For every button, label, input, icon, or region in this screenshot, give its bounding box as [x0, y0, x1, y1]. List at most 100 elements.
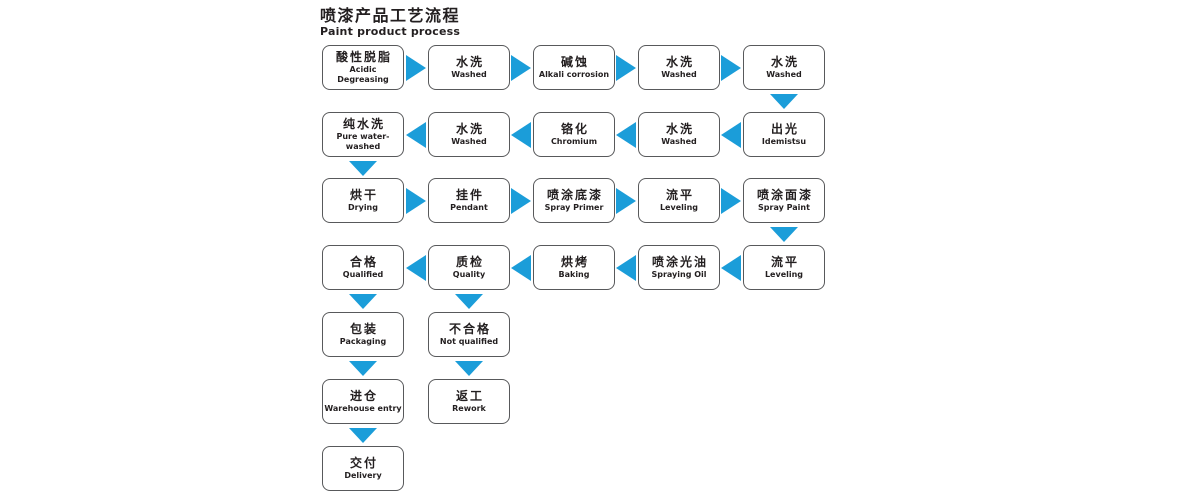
arrow-right-icon — [406, 55, 426, 81]
arrow-down-icon — [455, 294, 483, 309]
flow-node-pure-water-washed: 纯水洗 Pure water- washed — [322, 112, 404, 157]
node-label-zh: 喷涂底漆 — [546, 188, 603, 203]
node-label-zh: 酸性脱脂 — [335, 50, 392, 65]
node-label-zh: 纯水洗 — [342, 117, 385, 132]
node-label-zh: 烘干 — [349, 188, 378, 203]
flow-node-spraying-oil: 喷涂光油 Spraying Oil — [638, 245, 720, 290]
page-title: 喷漆产品工艺流程 Paint product process — [320, 6, 461, 39]
node-label-en: Washed — [661, 136, 697, 146]
arrow-down-icon — [349, 161, 377, 176]
flow-node-warehouse-entry: 进仓 Warehouse entry — [322, 379, 404, 424]
node-label-zh: 流平 — [665, 188, 694, 203]
arrow-left-icon — [406, 255, 426, 281]
flow-node-not-qualified: 不合格 Not qualified — [428, 312, 510, 357]
node-label-en: Washed — [766, 69, 802, 79]
arrow-left-icon — [721, 122, 741, 148]
arrow-right-icon — [616, 188, 636, 214]
arrow-down-icon — [349, 361, 377, 376]
arrow-down-icon — [770, 227, 798, 242]
node-label-zh: 碱蚀 — [560, 55, 589, 70]
node-label-en: Packaging — [339, 336, 387, 346]
node-label-en: Drying — [348, 202, 378, 212]
arrow-down-icon — [770, 94, 798, 109]
node-label-zh: 水洗 — [455, 55, 484, 70]
node-label-en: Pure water- washed — [336, 131, 390, 151]
flow-node-idemistsu: 出光 Idemistsu — [743, 112, 825, 157]
node-label-zh: 水洗 — [665, 122, 694, 137]
flow-node-drying: 烘干 Drying — [322, 178, 404, 223]
node-label-en: Not qualified — [439, 336, 499, 346]
node-label-zh: 包装 — [349, 322, 378, 337]
flow-node-acidic-degreasing: 酸性脱脂 Acidic Degreasing — [322, 45, 404, 90]
node-label-zh: 返工 — [455, 389, 484, 404]
arrow-right-icon — [721, 55, 741, 81]
flow-node-delivery: 交付 Delivery — [322, 446, 404, 491]
arrow-left-icon — [721, 255, 741, 281]
arrow-down-icon — [455, 361, 483, 376]
arrow-left-icon — [616, 122, 636, 148]
node-label-en: Baking — [558, 269, 590, 279]
flow-node-washed-5: 水洗 Washed — [638, 112, 720, 157]
node-label-zh: 铬化 — [560, 122, 589, 137]
node-label-en: Chromium — [550, 136, 598, 146]
page-title-chinese: 喷漆产品工艺流程 — [320, 6, 461, 25]
flow-node-pendant: 挂件 Pendant — [428, 178, 510, 223]
node-label-zh: 合格 — [349, 255, 378, 270]
flow-node-spray-paint: 喷涂面漆 Spray Paint — [743, 178, 825, 223]
flow-node-washed-2: 水洗 Washed — [638, 45, 720, 90]
node-label-en: Spraying Oil — [651, 269, 707, 279]
arrow-left-icon — [406, 122, 426, 148]
arrow-left-icon — [616, 255, 636, 281]
node-label-zh: 挂件 — [455, 188, 484, 203]
node-label-zh: 喷涂面漆 — [756, 188, 813, 203]
page-title-english: Paint product process — [320, 25, 461, 39]
node-label-en: Idemistsu — [761, 136, 807, 146]
node-label-en: Leveling — [764, 269, 804, 279]
flow-node-chromium: 铬化 Chromium — [533, 112, 615, 157]
node-label-en: Pendant — [450, 202, 488, 212]
node-label-en: Delivery — [344, 470, 382, 480]
node-label-zh: 出光 — [770, 122, 799, 137]
arrow-down-icon — [349, 428, 377, 443]
arrow-left-icon — [511, 122, 531, 148]
node-label-en: Washed — [451, 69, 487, 79]
flow-node-packaging: 包装 Packaging — [322, 312, 404, 357]
arrow-right-icon — [616, 55, 636, 81]
node-label-en: Quality — [452, 269, 486, 279]
flow-node-quality-check: 质检 Quality — [428, 245, 510, 290]
node-label-en: Qualified — [342, 269, 384, 279]
node-label-en: Leveling — [659, 202, 699, 212]
flow-node-washed-4: 水洗 Washed — [428, 112, 510, 157]
node-label-zh: 水洗 — [770, 55, 799, 70]
node-label-zh: 水洗 — [665, 55, 694, 70]
arrow-right-icon — [406, 188, 426, 214]
node-label-zh: 交付 — [349, 456, 378, 471]
node-label-zh: 喷涂光油 — [651, 255, 708, 270]
arrow-right-icon — [721, 188, 741, 214]
node-label-en: Rework — [452, 403, 486, 413]
flow-node-rework: 返工 Rework — [428, 379, 510, 424]
node-label-en: Warehouse entry — [324, 403, 402, 413]
node-label-zh: 不合格 — [448, 322, 491, 337]
arrow-left-icon — [511, 255, 531, 281]
node-label-en: Spray Primer — [544, 202, 604, 212]
flow-node-alkali-corrosion: 碱蚀 Alkali corrosion — [533, 45, 615, 90]
node-label-en: Washed — [451, 136, 487, 146]
flow-node-leveling-1: 流平 Leveling — [638, 178, 720, 223]
flow-node-baking: 烘烤 Baking — [533, 245, 615, 290]
node-label-zh: 质检 — [455, 255, 484, 270]
node-label-zh: 进仓 — [349, 389, 378, 404]
node-label-zh: 水洗 — [455, 122, 484, 137]
flow-node-leveling-2: 流平 Leveling — [743, 245, 825, 290]
flow-node-washed-1: 水洗 Washed — [428, 45, 510, 90]
arrow-right-icon — [511, 188, 531, 214]
node-label-zh: 烘烤 — [560, 255, 589, 270]
flow-node-spray-primer: 喷涂底漆 Spray Primer — [533, 178, 615, 223]
node-label-en: Acidic Degreasing — [337, 64, 389, 84]
arrow-right-icon — [511, 55, 531, 81]
node-label-en: Washed — [661, 69, 697, 79]
node-label-zh: 流平 — [770, 255, 799, 270]
node-label-en: Alkali corrosion — [538, 69, 610, 79]
arrow-down-icon — [349, 294, 377, 309]
